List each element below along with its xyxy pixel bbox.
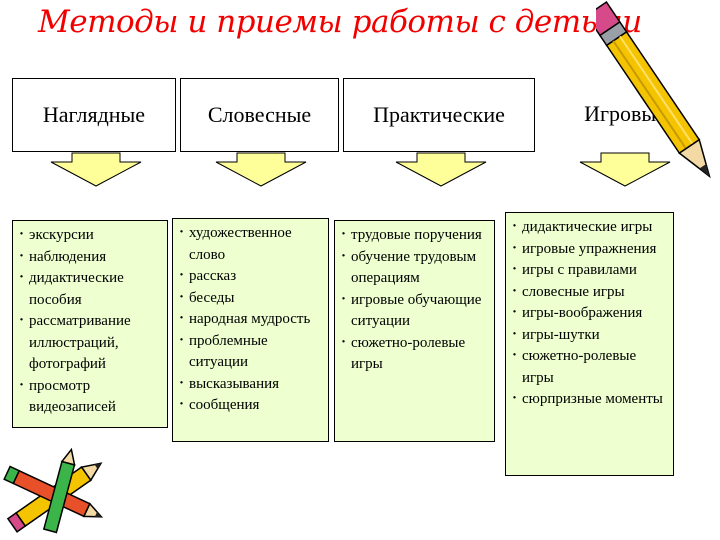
list-item: народная мудрость [177,308,324,331]
header-practical-label: Практические [373,102,505,127]
header-verbal-label: Словесные [207,102,312,127]
list-item: игры-шутки [510,324,669,347]
pencil-icon [596,1,711,179]
list-item: беседы [177,287,324,310]
list-item: дидактические пособия [17,267,163,311]
list-item: игровые обучающие ситуации [339,289,490,333]
list-item: наблюдения [17,246,163,269]
list-item: сюрпризные моменты [510,388,669,411]
list-item: игры с правилами [510,259,669,282]
header-practical: Практические [343,78,535,152]
crayons-icon [3,447,104,534]
arrow-down-icon [50,152,142,187]
list-item: высказывания [177,373,324,396]
list-item: проблемные ситуации [177,330,324,374]
list-item: экскурсии [17,224,163,247]
list-item: рассказ [177,265,324,288]
methods-box-verbal: художественное слово рассказ беседы наро… [172,218,329,442]
list-item: сюжетно-ролевые игры [339,332,490,376]
list-item: художественное слово [177,222,324,266]
list-item: просмотр видеозаписей [17,375,163,419]
list-item: сообщения [177,394,324,417]
header-verbal: Словесные [180,78,339,152]
page-title: Методы и приемы работы с детьми [38,4,642,40]
methods-box-practical: трудовые поручения обучение трудовым опе… [334,220,495,442]
list-item: трудовые поручения [339,224,490,247]
list-item: сюжетно-ролевые игры [510,345,669,389]
list-item: дидактические игры [510,216,669,239]
list-item: обучение трудовым операциям [339,246,490,290]
arrow-down-icon [579,152,671,187]
header-visual-label: Наглядные [42,102,146,127]
methods-box-visual: экскурсии наблюдения дидактические пособ… [12,220,168,428]
arrow-down-icon [395,152,487,187]
methods-box-game: дидактические игры игровые упражнения иг… [505,212,674,476]
list-item: рассматривание иллюстраций, фотографий [17,310,163,376]
list-item: игровые упражнения [510,238,669,261]
list-item: игры-воображения [510,302,669,325]
list-item: словесные игры [510,281,669,304]
arrow-down-icon [215,152,307,187]
header-visual: Наглядные [12,78,176,152]
